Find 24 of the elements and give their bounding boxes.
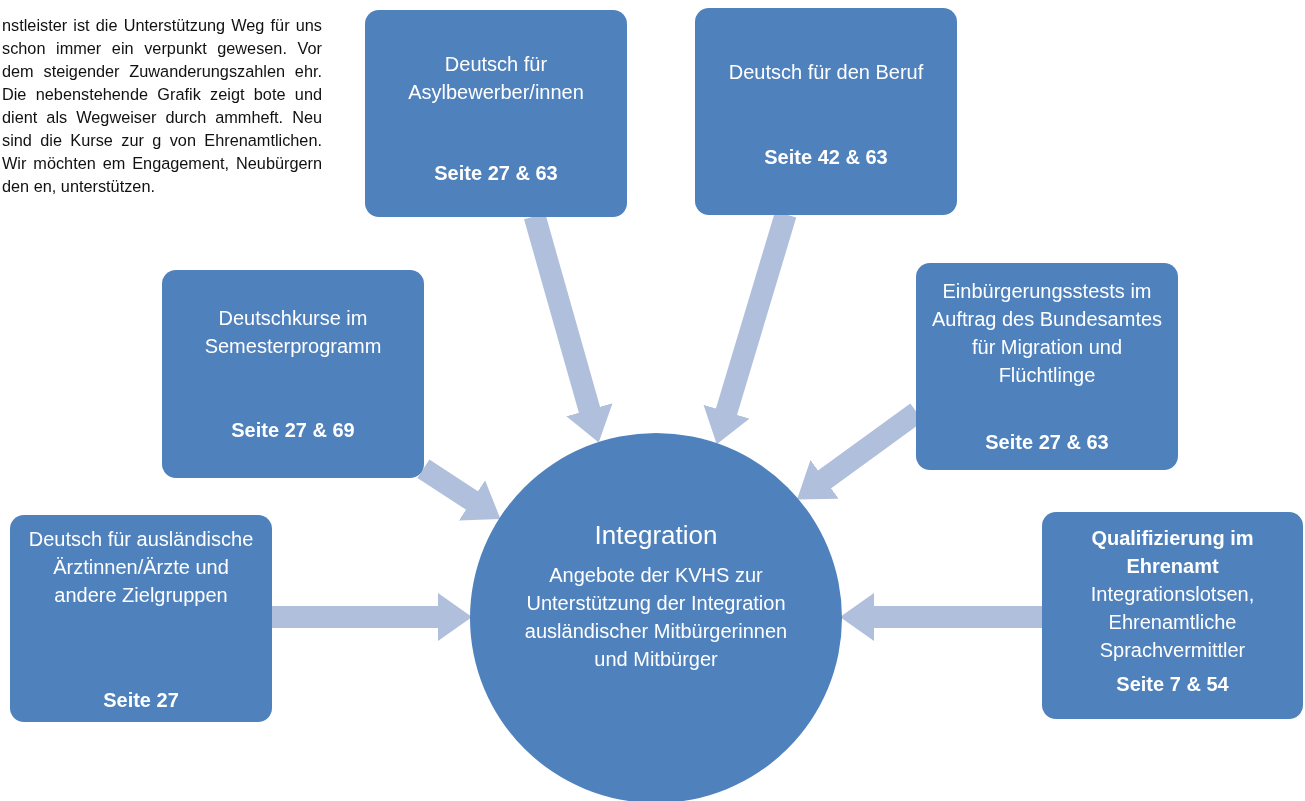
topic-box [1042,512,1303,719]
block-arrow [840,593,1042,641]
page-reference: Seite 27 & 69 [231,418,355,443]
node-text: Integrationslotsen, Ehrenamtliche Sprachvermittler [1089,582,1256,663]
node-title: Deutsch für Asylbewerber/innen [407,52,585,105]
page-reference: Seite 42 & 63 [764,145,888,170]
node-title: Deutsch für ausländische Ärztinnen/Ärzte und andere Zielgruppen [27,527,255,608]
node-title: Einbürgerungsstests im Auftrag des Bundesamtes für Migration und Flüchtlinge [930,279,1164,388]
node-text: Angebote der KVHS zur Unterstützung der Integration ausländischer Mitbürgerinnen und Mitbürger [523,563,789,673]
topic-box [916,263,1178,470]
page-reference: Seite 27 [103,688,179,713]
page-reference: Seite 27 & 63 [434,161,558,186]
block-arrow [272,593,472,641]
topic-box [10,515,272,722]
node-title: Deutsch für den Beruf [728,60,924,85]
topic-box [365,10,627,217]
page-reference: Seite 27 & 63 [985,430,1109,455]
topic-box [695,8,957,215]
page-reference: Seite 7 & 54 [1116,672,1229,697]
paragraph-text: nstleister ist die Unterstützung Weg für uns schon immer ein verpunkt gewesen. Vor dem steigender Zuwanderungszahlen ehr. Die nebenstehende Grafik zeigt bote und dient als Wegweiser durch ammheft. Neu sind die Kurse zur g von Ehrenamtlichen. Wir möchten em Engagement, Neubürgern den en, unterstützen. [2,15,322,197]
node-title: Qualifizierung im Ehrenamt [1090,526,1255,579]
node-title: Deutschkurse im Semesterprogramm [203,306,383,359]
node-title: Integration [594,519,718,552]
topic-box [162,270,424,478]
